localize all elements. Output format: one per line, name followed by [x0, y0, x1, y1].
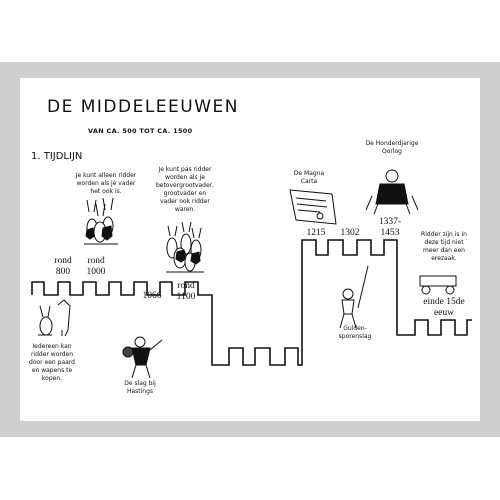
page-subtitle: VAN CA. 500 TOT CA. 1500 [88, 127, 193, 135]
rabbit-on-horse-illustration [38, 299, 71, 337]
worksheet-page [20, 78, 480, 421]
section-heading: 1. TIJDLIJN [31, 151, 83, 162]
cart-illustration [419, 275, 457, 295]
rabbit-knights-group-illustration [166, 221, 204, 273]
year-rond-1100: rond 1100 [176, 281, 196, 302]
note-guldensporenslag: Gulden- sporenslag [338, 325, 372, 340]
note-iedereen: Iedereen kan ridder worden door een paar… [29, 343, 75, 382]
page-title: DE MIDDELEEUWEN [47, 97, 240, 117]
note-magna-carta: De Magna Carta [293, 170, 325, 185]
year-1066: 1066 [142, 291, 162, 301]
note-ridder-vader: Je kunt alleen ridder worden als je vade… [75, 172, 137, 195]
battlement-line [31, 239, 472, 366]
year-rond-800: rond 800 [54, 256, 72, 277]
hundred-years-war-illustration [365, 169, 419, 215]
hastings-soldier-illustration [122, 336, 163, 379]
year-1302: 1302 [340, 228, 360, 238]
note-slag-hastings: De slag bij Hastings [124, 380, 156, 395]
magna-carta-scroll-illustration [289, 189, 337, 225]
note-ridders-tijd: Ridder zijn is in deze tijd niet meer da… [421, 231, 467, 262]
year-1337-1453: 1337- 1453 [378, 217, 402, 238]
note-pas-ridder: Je kunt pas ridder worden als je betover… [155, 166, 215, 213]
year-einde-15de-eeuw: einde 15de eeuw [423, 297, 465, 318]
rabbit-knights-illustration [84, 197, 118, 245]
note-honderdjarige-oorlog: De Honderdjarige Oorlog [365, 140, 419, 155]
guldensporen-soldier-illustration [339, 265, 369, 329]
year-1215: 1215 [306, 228, 326, 238]
year-rond-1000: rond 1000 [86, 256, 106, 277]
